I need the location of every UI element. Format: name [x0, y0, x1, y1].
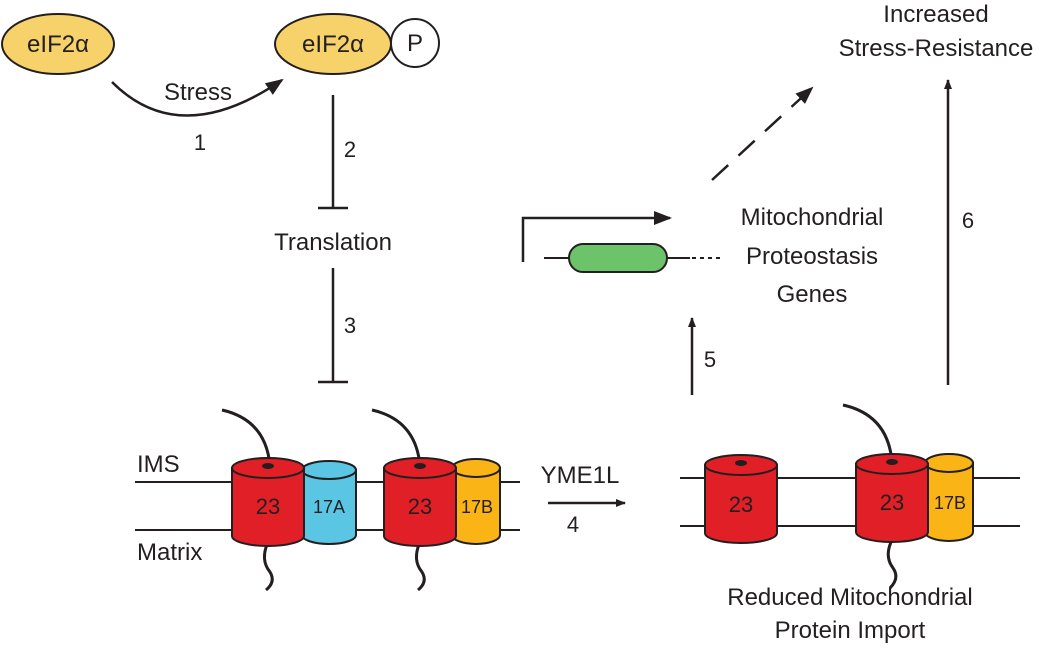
tim23-pore-d	[886, 459, 898, 465]
tim23-cylinder-a	[231, 467, 305, 547]
step-5-label: 5	[704, 347, 716, 372]
tim23-tim17b-complex-left: 17B 23	[371, 408, 501, 592]
tim17b-right-label: 17B	[934, 493, 966, 513]
step-4-label: 4	[567, 512, 579, 537]
tim23-cylinder-b	[383, 467, 457, 547]
step-1-label: 1	[194, 130, 206, 155]
tim17b-top-right	[924, 453, 974, 473]
eif2a-right-label: eIF2α	[302, 31, 364, 58]
tim23-cylinder-d	[855, 463, 929, 543]
reduced-import-line2: Protein Import	[775, 617, 926, 644]
mito-genes-line1: Mitochondrial	[741, 204, 884, 231]
tim17a-label: 17A	[313, 497, 345, 517]
matrix-tail-d	[886, 539, 898, 590]
matrix-tail-b	[415, 541, 426, 592]
mito-genes-line3: Genes	[777, 281, 848, 308]
phosphate-circle	[390, 18, 440, 68]
step-6-label: 6	[962, 208, 974, 233]
tim23-b-label: 23	[408, 494, 432, 519]
tim17b-top-left	[451, 458, 501, 478]
yme1l-label: YME1L	[541, 462, 620, 489]
presequence-chain-d	[842, 403, 894, 463]
stress-label: Stress	[164, 79, 232, 106]
stress-resistance-line1: Increased	[883, 1, 988, 28]
tim23-cylinder-c	[704, 464, 778, 544]
tim23-lone-complex: 23	[704, 454, 778, 544]
tim17a-top	[301, 460, 357, 480]
mito-genes-line2: Proteostasis	[746, 243, 878, 270]
tim23-a-label: 23	[256, 494, 280, 519]
ims-label: IMS	[137, 451, 180, 478]
tim23-tim17b-complex-right: 17B 23	[842, 403, 974, 590]
tim23-pore-c	[735, 460, 747, 466]
tim23-pore-a	[262, 463, 274, 469]
tim17b-left-label: 17B	[461, 497, 493, 517]
tim23-d-label: 23	[880, 490, 904, 515]
eif2a-left-label: eIF2α	[27, 31, 89, 58]
stress-resistance-line2: Stress-Resistance	[839, 35, 1034, 62]
translation-label: Translation	[274, 229, 392, 256]
step-2-label: 2	[344, 137, 356, 162]
gene-box	[568, 243, 668, 273]
reduced-import-line1: Reduced Mitochondrial	[727, 584, 972, 611]
matrix-tail-a	[263, 541, 274, 592]
dashed-arrow-stress	[711, 86, 814, 181]
stress-arrow	[111, 78, 284, 117]
tim23-tim17a-complex: 17A 23	[221, 408, 357, 592]
tim23-pore-b	[414, 463, 426, 469]
matrix-label: Matrix	[137, 539, 202, 566]
phosphate-label: P	[407, 30, 423, 57]
promoter-arrow	[521, 211, 672, 262]
eif2a-left-oval	[1, 13, 115, 75]
tim23-c-label: 23	[729, 492, 753, 517]
step-3-label: 3	[344, 313, 356, 338]
